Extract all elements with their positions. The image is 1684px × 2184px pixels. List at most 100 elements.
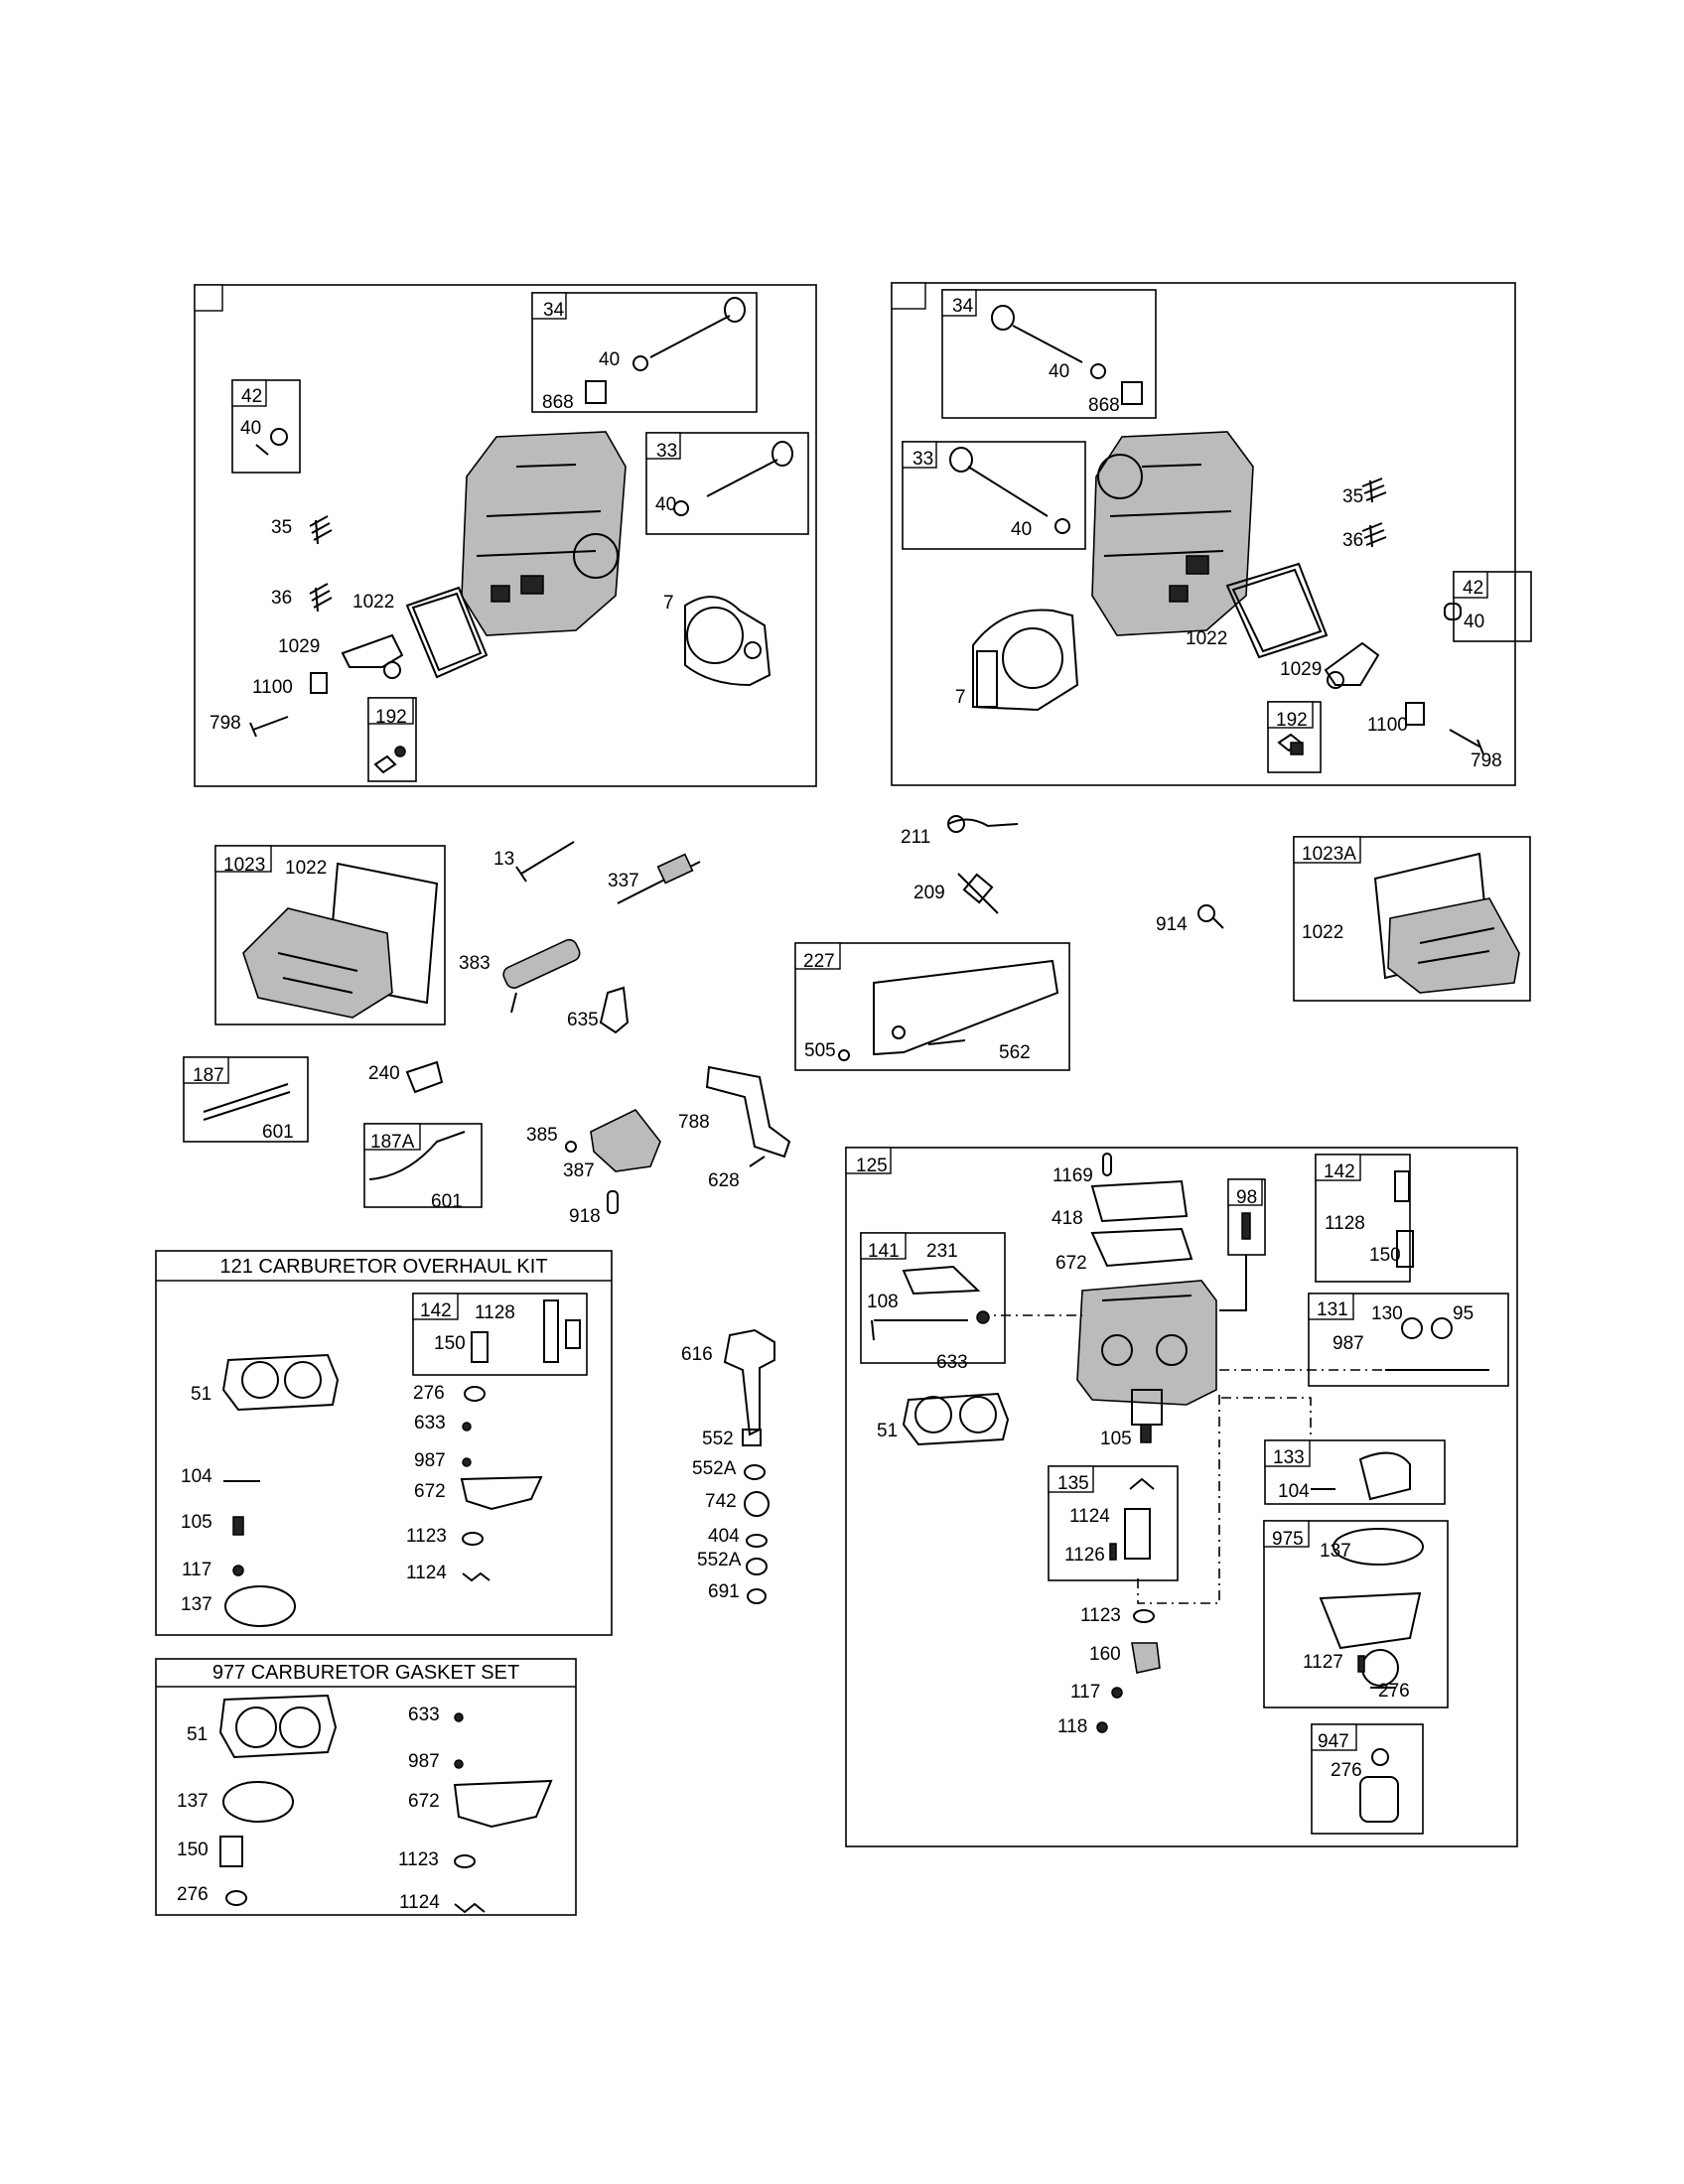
part-number-label: 552 bbox=[702, 1429, 734, 1449]
part-group-frame bbox=[941, 289, 1157, 419]
part-group-34 bbox=[531, 292, 758, 413]
part-number-label: 1123 bbox=[398, 1849, 439, 1870]
part-number-label: 1023 bbox=[223, 855, 265, 876]
part-group-frame bbox=[1453, 571, 1532, 642]
part-number-label: 868 bbox=[1088, 395, 1120, 416]
gasket-set-drawings bbox=[218, 1694, 553, 1914]
part-number-label: 1124 bbox=[1069, 1506, 1110, 1527]
part-number-label: 36 bbox=[271, 588, 292, 609]
part-group-192 bbox=[1267, 701, 1322, 773]
part-number-label: 150 bbox=[434, 1333, 466, 1354]
kit-panel: 977 CARBURETOR GASKET SET bbox=[155, 1658, 577, 1916]
group-tag-box bbox=[1308, 1293, 1354, 1320]
part-number-label: 987 bbox=[1333, 1333, 1364, 1354]
group-tag-box bbox=[1267, 701, 1314, 729]
part-number-label: 1126 bbox=[1064, 1545, 1105, 1566]
part-number-label: 276 bbox=[177, 1884, 209, 1905]
part-number-label: 947 bbox=[1318, 1731, 1349, 1752]
part-number-label: 1100 bbox=[252, 677, 293, 698]
pump-parts-drawings bbox=[723, 1328, 775, 1604]
part-number-label: 142 bbox=[1324, 1161, 1355, 1182]
part-number-label: 51 bbox=[191, 1384, 211, 1405]
part-group-frame bbox=[194, 284, 817, 787]
part-number-label: 40 bbox=[599, 349, 620, 370]
part-group-125 bbox=[845, 1147, 1518, 1847]
part-group-975 bbox=[1263, 1520, 1449, 1708]
part-number-label: 150 bbox=[177, 1840, 209, 1860]
part-group-frame bbox=[1264, 1439, 1446, 1505]
group-tag-box bbox=[1453, 571, 1488, 599]
group-tag-box bbox=[794, 942, 841, 970]
group-tag-box bbox=[367, 697, 414, 725]
part-number-label: 601 bbox=[431, 1191, 463, 1212]
group-tag-box bbox=[941, 289, 977, 317]
part-number-label: 1123 bbox=[1080, 1605, 1121, 1626]
part-number-label: 133 bbox=[1273, 1447, 1305, 1468]
part-group-frame bbox=[214, 845, 446, 1025]
part-number-label: 672 bbox=[408, 1791, 440, 1812]
group-tag-box bbox=[845, 1147, 892, 1174]
kit-title: 121 CARBURETOR OVERHAUL KIT bbox=[219, 1256, 547, 1278]
overhaul-kit-drawings bbox=[221, 1299, 581, 1627]
part-number-label: 104 bbox=[1278, 1481, 1310, 1502]
part-number-label: 95 bbox=[1453, 1303, 1474, 1324]
part-number-label: 276 bbox=[1331, 1760, 1362, 1781]
part-number-label: 34 bbox=[543, 300, 565, 321]
part-number-label: 35 bbox=[271, 517, 292, 538]
part-number-label: 40 bbox=[1464, 612, 1484, 632]
part-number-label: 616 bbox=[681, 1344, 713, 1365]
part-number-label: 211 bbox=[901, 827, 930, 848]
cylinder-head-left-drawing bbox=[249, 297, 793, 774]
group-tag-box bbox=[231, 379, 267, 407]
part-number-label: 505 bbox=[804, 1040, 836, 1061]
part-number-label: 633 bbox=[414, 1413, 446, 1433]
part-number-label: 1124 bbox=[399, 1892, 440, 1913]
part-group-frame bbox=[645, 432, 809, 535]
group-tag-box bbox=[1293, 836, 1361, 864]
part-number-label: 276 bbox=[1378, 1681, 1410, 1702]
group-tag-box bbox=[902, 441, 937, 469]
part-group-131 bbox=[1308, 1293, 1509, 1387]
part-group-227 bbox=[794, 942, 1070, 1071]
part-group-frame bbox=[1308, 1293, 1509, 1387]
part-group-98 bbox=[1227, 1178, 1266, 1256]
part-number-label: 1029 bbox=[1280, 659, 1322, 680]
part-group-1023A bbox=[1293, 836, 1531, 1002]
part-number-label: 383 bbox=[459, 953, 491, 974]
group-tag-box bbox=[645, 432, 681, 460]
part-number-label: 117 bbox=[1070, 1682, 1100, 1703]
group-tag-box bbox=[1048, 1465, 1094, 1493]
part-group-142 bbox=[412, 1293, 588, 1376]
part-group-frame bbox=[1311, 1723, 1424, 1835]
part-number-label: 691 bbox=[708, 1581, 740, 1602]
part-number-label: 192 bbox=[375, 707, 407, 728]
group-tag-box bbox=[1264, 1439, 1311, 1467]
part-number-label: 192 bbox=[1276, 710, 1308, 731]
part-number-label: 187 bbox=[193, 1065, 224, 1086]
part-number-label: 51 bbox=[877, 1421, 898, 1441]
part-number-label: 1022 bbox=[1186, 628, 1227, 649]
carburetor-drawing bbox=[871, 1153, 1489, 1823]
part-group-42 bbox=[1453, 571, 1532, 642]
kit-title: 977 CARBURETOR GASKET SET bbox=[212, 1662, 519, 1684]
part-group-5A bbox=[891, 282, 1516, 786]
part-number-label: 918 bbox=[569, 1206, 601, 1227]
part-number-label: 385 bbox=[526, 1125, 558, 1146]
part-group-frame bbox=[902, 441, 1086, 550]
group-tag-box bbox=[214, 845, 272, 873]
part-number-label: 1022 bbox=[1302, 922, 1343, 943]
group-tag-box bbox=[1263, 1520, 1310, 1548]
part-number-label: 51 bbox=[187, 1724, 208, 1745]
part-number-label: 7 bbox=[955, 687, 966, 708]
part-number-label: 1022 bbox=[285, 858, 327, 879]
part-number-label: 975 bbox=[1272, 1529, 1304, 1550]
part-number-label: 108 bbox=[867, 1292, 899, 1312]
part-group-5 bbox=[194, 284, 817, 787]
part-number-label: 672 bbox=[1055, 1253, 1087, 1274]
part-number-label: 337 bbox=[608, 871, 639, 891]
part-number-label: 118 bbox=[1057, 1716, 1087, 1737]
part-group-141 bbox=[860, 1232, 1006, 1364]
kit-frames: 121 CARBURETOR OVERHAUL KIT 977 CARBURETO… bbox=[155, 1250, 613, 1916]
